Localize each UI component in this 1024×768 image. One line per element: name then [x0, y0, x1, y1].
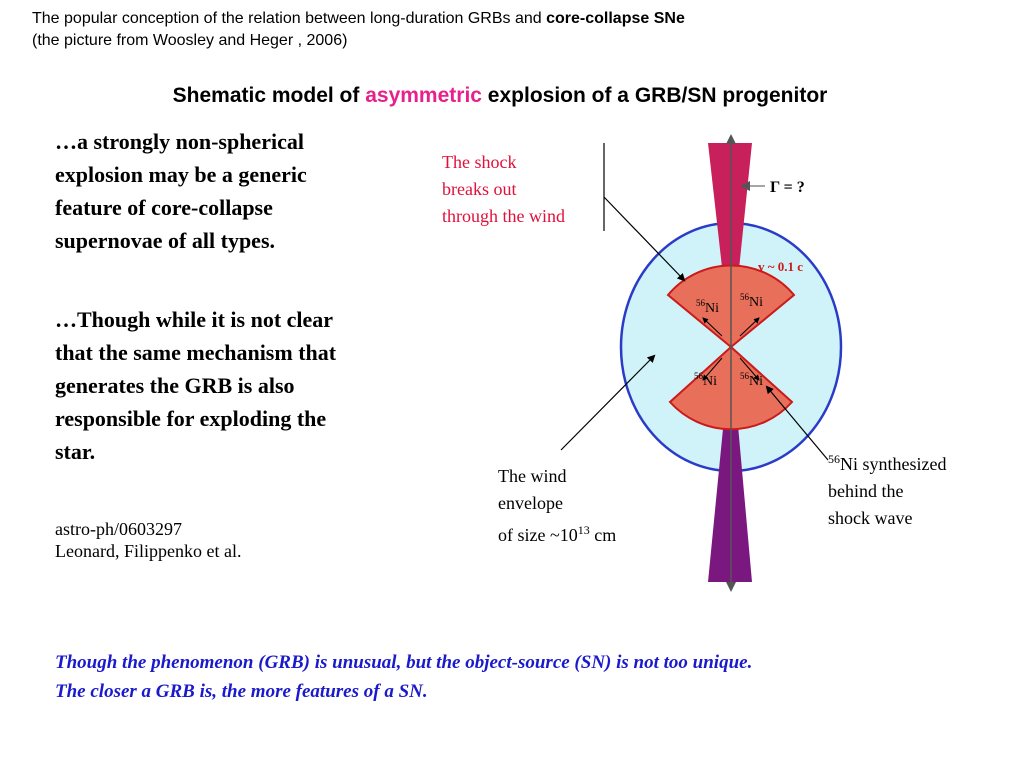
- wind-envelope-label: The wind envelope of size ~1013 cm: [498, 466, 617, 545]
- title-highlight: asymmetric: [365, 84, 482, 107]
- footer-line-2: The closer a GRB is, the more features o…: [55, 681, 428, 702]
- ni-label-tl: 56Ni: [696, 298, 719, 316]
- footer-line-1: Though the phenomenon (GRB) is unusual, …: [55, 652, 753, 673]
- ni-arrow-bl: [702, 357, 723, 381]
- left-paragraph-2: …Though while it is not clear that the s…: [55, 307, 337, 464]
- reference-authors: Leonard, Filippenko et al.: [55, 541, 242, 561]
- jet-top: [708, 143, 752, 347]
- header-line-1: The popular conception of the relation b…: [32, 10, 685, 27]
- footer-statement: Though the phenomenon (GRB) is unusual, …: [55, 648, 1015, 706]
- slide-title: Shematic model of asymmetric explosion o…: [172, 84, 828, 107]
- gamma-label: Γ = ?: [770, 179, 805, 196]
- velocity-label: v ~ 0.1 c: [758, 259, 803, 274]
- ni-synthesis-label: 56Ni synthesized behind the shock wave: [828, 452, 947, 528]
- header-caption: The popular conception of the relation b…: [32, 8, 685, 52]
- ni-label-br: 56Ni: [740, 371, 763, 389]
- header-bold-term: core-collapse SNe: [546, 10, 685, 27]
- ni-label-tr: 56Ni: [740, 292, 763, 310]
- ni-arrow-tr: [739, 317, 760, 337]
- shock-label: The shock breaks out through the wind: [442, 152, 565, 226]
- wind-pointer: [560, 354, 656, 451]
- reference: astro-ph/0603297 Leonard, Filippenko et …: [55, 518, 241, 562]
- reference-arxiv: astro-ph/0603297: [55, 519, 182, 539]
- header-line-2: (the picture from Woosley and Heger , 20…: [32, 32, 348, 49]
- ni-arrow-tl: [702, 317, 723, 337]
- ni-pointer: [765, 385, 829, 461]
- jet-bottom: [708, 347, 752, 582]
- left-paragraph-1: …a strongly non-spherical explosion may …: [55, 129, 307, 253]
- shock-pointer: [603, 196, 686, 282]
- ni-arrow-br: [739, 357, 760, 381]
- ni-label-bl: 56Ni: [694, 371, 717, 389]
